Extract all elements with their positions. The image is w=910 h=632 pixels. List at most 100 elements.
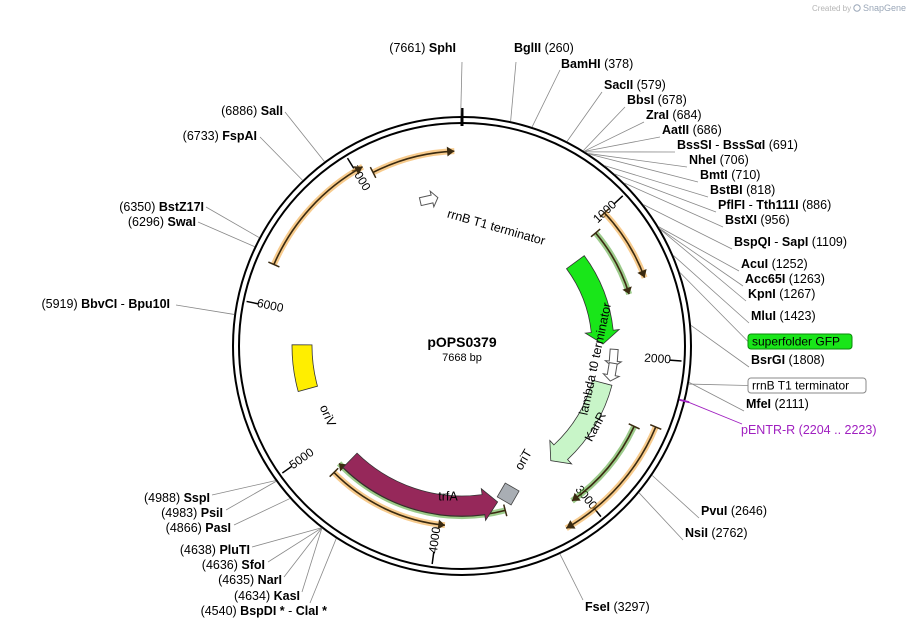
- scale-tick-label: 5000: [287, 445, 317, 472]
- site-nhei[interactable]: NheI (706): [587, 153, 749, 168]
- svg-text:BsrGI (1808): BsrGI (1808): [751, 353, 825, 367]
- orf-arc[interactable]: [570, 423, 640, 504]
- site-bbsi[interactable]: BbsI (678): [583, 93, 687, 151]
- site-bamhi[interactable]: BamHI (378): [531, 57, 633, 128]
- site-swai[interactable]: (6296) SwaI: [128, 215, 255, 248]
- svg-text:(6296) SwaI: (6296) SwaI: [128, 215, 196, 229]
- site-kpni[interactable]: KpnI (1267): [659, 228, 815, 302]
- svg-text:NsiI (2762): NsiI (2762): [685, 526, 748, 540]
- orf-arc[interactable]: [564, 423, 662, 531]
- site-bstz17i[interactable]: (6350) BstZ17I: [119, 200, 260, 238]
- scale-tick: [431, 551, 435, 565]
- site-bstbi[interactable]: BstBI (818): [604, 165, 775, 198]
- svg-text:PvuI (2646): PvuI (2646): [701, 504, 767, 518]
- site-bbvci[interactable]: (5919) BbvCI - Bpu10I: [41, 297, 235, 315]
- feature-label-trfa: trfA: [438, 489, 458, 503]
- svg-text:Acc65I (1263): Acc65I (1263): [745, 272, 825, 286]
- svg-text:superfolder GFP: superfolder GFP: [752, 335, 840, 349]
- svg-text:PflFI - Tth111I (886): PflFI - Tth111I (886): [718, 198, 831, 212]
- site-bsssi[interactable]: BssSI - BssSαI (691): [585, 138, 798, 153]
- orf-arc[interactable]: [369, 146, 455, 179]
- site-bsrgi[interactable]: BsrGI (1808): [690, 325, 825, 368]
- svg-text:MfeI (2111): MfeI (2111): [746, 397, 809, 411]
- site-bstxi[interactable]: BstXI (956): [624, 182, 790, 228]
- svg-text:(4988) SspI: (4988) SspI: [144, 491, 210, 505]
- svg-text:(6886) SalI: (6886) SalI: [221, 104, 283, 118]
- svg-text:(4983) PsiI: (4983) PsiI: [161, 506, 223, 520]
- svg-text:(4866) PasI: (4866) PasI: [166, 521, 231, 535]
- feature-rrnb-t1-terminator[interactable]: [601, 362, 621, 382]
- snapgene-logo-icon: [853, 4, 861, 12]
- site-aatii[interactable]: AatII (686): [584, 123, 722, 152]
- site-zrai[interactable]: ZraI (684): [584, 108, 702, 152]
- site-psii[interactable]: (4983) PsiI: [161, 481, 277, 520]
- svg-text:BbsI (678): BbsI (678): [627, 93, 687, 107]
- site-fspai[interactable]: (6733) FspAI: [183, 129, 303, 181]
- svg-text:MluI (1423): MluI (1423): [751, 309, 816, 323]
- feature-label-rrnb-t1-terminator: rrnB T1 terminator: [446, 207, 547, 248]
- site-pluti[interactable]: (4638) PluTI: [180, 527, 322, 557]
- site-pvui[interactable]: PvuI (2646): [651, 475, 767, 519]
- svg-text:FseI (3297): FseI (3297): [585, 600, 650, 614]
- svg-text:(4634) KasI: (4634) KasI: [234, 589, 300, 603]
- site-fsei[interactable]: FseI (3297): [559, 553, 650, 614]
- feature-orit[interactable]: [496, 482, 520, 506]
- site-sacii[interactable]: SacII (579): [566, 78, 666, 142]
- site-nsii[interactable]: NsiI (2762): [638, 492, 748, 541]
- svg-text:(4635) NarI: (4635) NarI: [218, 573, 282, 587]
- outer-feature-rrnb-t1-terminator[interactable]: rrnB T1 terminator: [688, 377, 867, 394]
- svg-text:ZraI (684): ZraI (684): [646, 108, 702, 122]
- site-pasi[interactable]: (4866) PasI: [166, 498, 291, 535]
- outer-feature-superfolder-gfp[interactable]: superfolder GFP: [679, 272, 853, 350]
- feature-oriv[interactable]: [291, 344, 318, 393]
- scale-tick: [246, 300, 259, 305]
- site-kasi[interactable]: (4634) KasI: [234, 528, 323, 603]
- site-pflfi[interactable]: PflFI - Tth111I (886): [614, 173, 832, 213]
- svg-text:BssSI - BssSαI (691): BssSI - BssSαI (691): [677, 138, 798, 152]
- site-sfoi[interactable]: (4636) SfoI: [202, 527, 322, 572]
- site-sspi[interactable]: (4988) SspI: [144, 480, 276, 505]
- feature-rrnb-t1-terminator[interactable]: [418, 189, 440, 210]
- site-acui[interactable]: AcuI (1252): [658, 226, 808, 272]
- credit-text: Created by: [812, 4, 851, 13]
- site-bmti[interactable]: BmtI (710): [588, 153, 760, 183]
- site-acc65i[interactable]: Acc65I (1263): [659, 228, 825, 287]
- feature-superfolder-gfp[interactable]: [565, 255, 621, 345]
- orf-arc[interactable]: [599, 208, 648, 279]
- svg-text:BspQI - SapI (1109): BspQI - SapI (1109): [734, 235, 847, 249]
- feature-label-oriv: oriV: [317, 403, 339, 430]
- site-bspdi[interactable]: (4540) BspDI * - ClaI *: [201, 538, 337, 618]
- orf-arc[interactable]: [590, 228, 633, 296]
- scale-tick: [281, 465, 293, 474]
- svg-text:BstBI (818): BstBI (818): [710, 183, 775, 197]
- orf-arc[interactable]: [268, 164, 365, 268]
- primer-pentr-r[interactable]: pENTR-R (2204 .. 2223): [679, 398, 877, 437]
- svg-text:NheI (706): NheI (706): [689, 153, 749, 167]
- site-bglii[interactable]: BglII (260): [510, 41, 574, 122]
- svg-text:AcuI (1252): AcuI (1252): [741, 257, 808, 271]
- site-nari[interactable]: (4635) NarI: [218, 527, 322, 587]
- svg-text:SacII (579): SacII (579): [604, 78, 666, 92]
- feature-label-orit: oriT: [512, 447, 535, 473]
- site-bspqi[interactable]: BspQI - SapI (1109): [643, 204, 847, 250]
- feature-trfa[interactable]: [342, 452, 499, 522]
- orf-arc[interactable]: [329, 467, 446, 530]
- svg-text:(7661) SphI: (7661) SphI: [389, 41, 456, 55]
- feature-kanr[interactable]: [549, 379, 613, 465]
- site-sali[interactable]: (6886) SalI: [221, 104, 325, 162]
- site-sphi[interactable]: (7661) SphI: [389, 41, 463, 117]
- credit-brand: SnapGene: [863, 3, 906, 13]
- svg-text:KpnI (1267): KpnI (1267): [748, 287, 815, 301]
- site-mfei[interactable]: MfeI (2111): [688, 382, 809, 412]
- plasmid-name: pOPS0379: [427, 334, 496, 350]
- svg-text:BglII (260): BglII (260): [514, 41, 574, 55]
- svg-text:(4540) BspDI * - ClaI *: (4540) BspDI * - ClaI *: [201, 604, 328, 618]
- svg-text:(6350) BstZ17I: (6350) BstZ17I: [119, 200, 204, 214]
- svg-text:rrnB T1 terminator: rrnB T1 terminator: [752, 379, 849, 393]
- site-mlui[interactable]: MluI (1423): [673, 255, 816, 324]
- scale-tick: [613, 195, 624, 205]
- svg-text:(4638) PluTI: (4638) PluTI: [180, 543, 250, 557]
- svg-text:BmtI (710): BmtI (710): [700, 168, 760, 182]
